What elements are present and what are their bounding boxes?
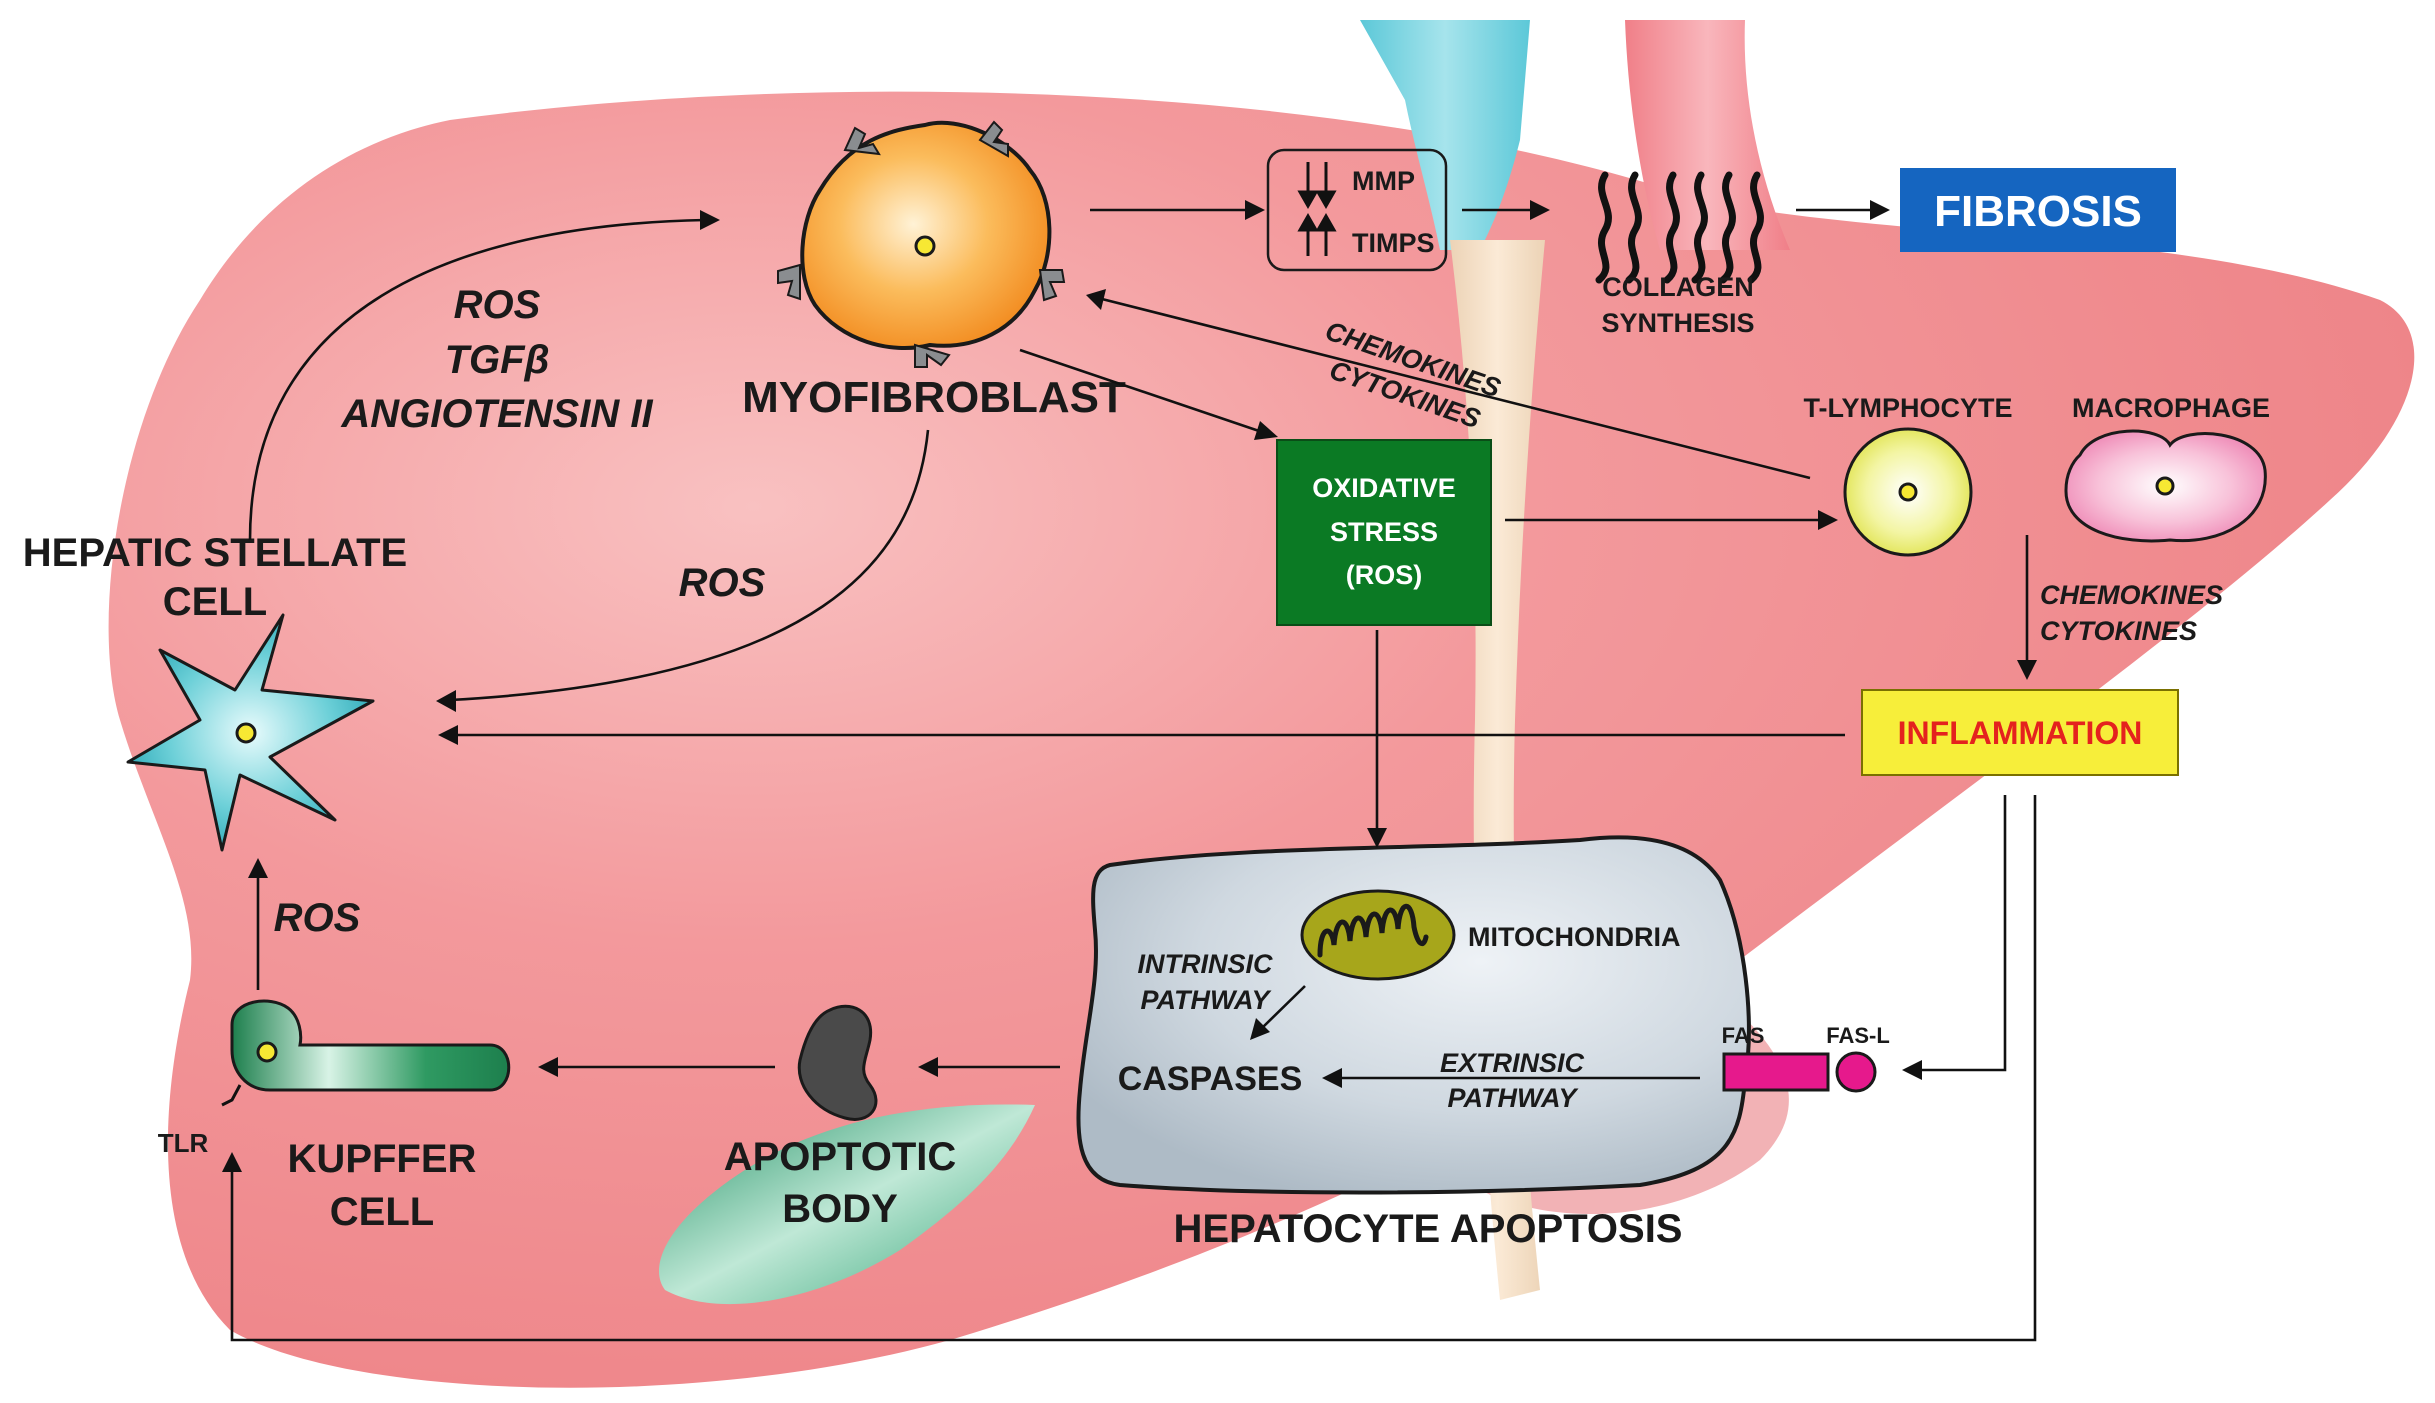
mmp-down-arrows bbox=[1297, 162, 1337, 210]
mmp-timps-box bbox=[1266, 148, 1448, 272]
hepatic-stellate-label-line2: CELL bbox=[163, 580, 267, 624]
apoptotic-label-line1: APOPTOTIC bbox=[724, 1135, 957, 1179]
mitochondria-label: MITOCHONDRIA bbox=[1468, 922, 1681, 952]
fas-ligand bbox=[1835, 1051, 1877, 1093]
ros-middle-label: ROS bbox=[679, 561, 766, 605]
mmp-label: MMP bbox=[1352, 166, 1415, 196]
oxidative-stress-box bbox=[1276, 439, 1492, 626]
fas-receptor bbox=[1722, 1052, 1830, 1092]
fibrosis-label: FIBROSIS bbox=[1934, 187, 2142, 236]
liver-shape bbox=[108, 91, 2415, 1388]
myofibroblast-cell bbox=[777, 120, 1066, 368]
extrinsic-label-line2: PATHWAY bbox=[1448, 1083, 1580, 1113]
hepatic-stellate-label-line1: HEPATIC STELLATE bbox=[23, 531, 407, 575]
collagen-label-line1: COLLAGEN bbox=[1602, 272, 1754, 302]
oxidative-label-line2: STRESS bbox=[1330, 517, 1438, 547]
myofibroblast-label: MYOFIBROBLAST bbox=[742, 373, 1126, 422]
kupffer-label-line2: CELL bbox=[330, 1190, 434, 1234]
hepatocyte-cell bbox=[1076, 835, 1751, 1195]
tlr-label: TLR bbox=[158, 1128, 209, 1158]
fas-l-label: FAS-L bbox=[1826, 1023, 1890, 1048]
intrinsic-label-line2: PATHWAY bbox=[1141, 985, 1273, 1015]
caspases-label: CASPASES bbox=[1118, 1060, 1303, 1098]
collagen-label-line2: SYNTHESIS bbox=[1601, 308, 1754, 338]
mitochondria-organelle bbox=[1300, 889, 1456, 981]
t-lymphocyte-label: T-LYMPHOCYTE bbox=[1803, 393, 2012, 423]
arrows bbox=[222, 200, 2037, 1342]
portal-vessel-blue bbox=[1360, 20, 1530, 250]
cytokines-right-label: CYTOKINES bbox=[2040, 616, 2197, 646]
timps-up-arrows bbox=[1297, 212, 1337, 256]
fibrosis-box bbox=[1900, 168, 2176, 252]
tgf-beta-label: TGFβ bbox=[445, 338, 550, 382]
macrophage-cell bbox=[2064, 429, 2267, 543]
timps-label: TIMPS bbox=[1352, 228, 1435, 258]
hepatic-stellate-cell bbox=[126, 613, 375, 852]
tlr-receptor bbox=[221, 1084, 242, 1107]
kupffer-cell bbox=[230, 999, 511, 1092]
oxidative-label-line3: (ROS) bbox=[1346, 560, 1423, 590]
hepatocyte-apoptosis-label: HEPATOCYTE APOPTOSIS bbox=[1174, 1207, 1683, 1251]
chemokines-right-label: CHEMOKINES bbox=[2040, 580, 2223, 610]
kupffer-label-line1: KUPFFER bbox=[288, 1137, 477, 1181]
fas-label: FAS bbox=[1722, 1023, 1765, 1048]
ros-top-label: ROS bbox=[454, 283, 541, 327]
ros-left-label: ROS bbox=[274, 896, 361, 940]
angiotensin-label: ANGIOTENSIN II bbox=[340, 392, 653, 436]
hepatic-vessel-pink bbox=[1625, 20, 1790, 250]
collagen-fibers bbox=[1595, 171, 1764, 284]
apoptotic-label-line2: BODY bbox=[782, 1187, 898, 1231]
inflammation-box bbox=[1861, 689, 2179, 776]
apoptotic-body bbox=[797, 1004, 878, 1121]
extrinsic-label-line1: EXTRINSIC bbox=[1440, 1048, 1585, 1078]
macrophage-label: MACROPHAGE bbox=[2072, 393, 2270, 423]
apoptotic-leaf bbox=[658, 1104, 1035, 1305]
intrinsic-label-line1: INTRINSIC bbox=[1138, 949, 1274, 979]
oxidative-label-line1: OXIDATIVE bbox=[1312, 473, 1456, 503]
inflammation-label: INFLAMMATION bbox=[1898, 715, 2143, 751]
t-lymphocyte-cell bbox=[1843, 427, 1973, 557]
